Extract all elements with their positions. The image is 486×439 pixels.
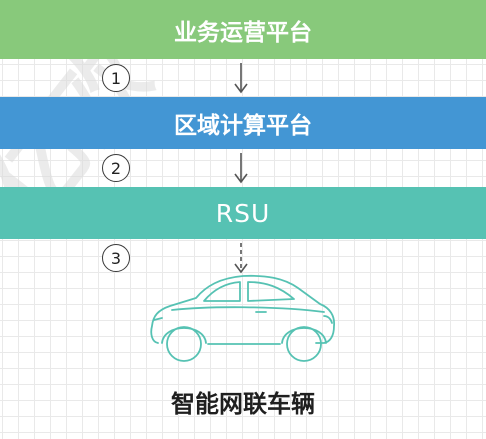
- step-3-badge: 3: [102, 244, 130, 272]
- regional-computing-band: 区域计算平台: [0, 97, 486, 149]
- arrow-down-icon: [234, 63, 248, 94]
- rsu-band: RSU: [0, 187, 486, 239]
- arrow-down-icon: [234, 153, 248, 184]
- business-platform-band: 业务运营平台: [0, 0, 486, 59]
- vehicle-label: 智能网联车辆: [171, 390, 315, 418]
- step-1-number: 1: [110, 68, 122, 88]
- step-2-number: 2: [110, 158, 122, 178]
- car-icon: [150, 274, 335, 362]
- rsu-label: RSU: [215, 198, 271, 228]
- dashed-arrow-down-icon: [234, 243, 248, 274]
- step-3-number: 3: [110, 248, 122, 268]
- step-2-badge: 2: [102, 154, 130, 182]
- business-platform-label: 业务运营平台: [174, 19, 312, 46]
- step-1-badge: 1: [102, 64, 130, 92]
- regional-computing-label: 区域计算平台: [174, 113, 312, 139]
